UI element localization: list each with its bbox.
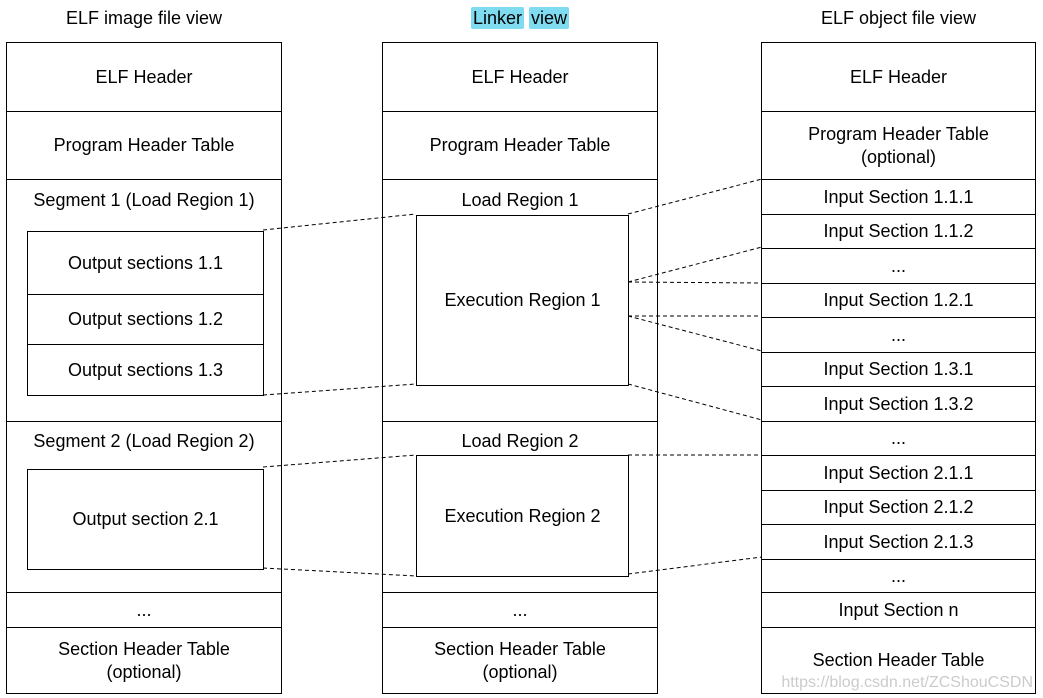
input-section-row: Input Section 1.3.1: [762, 352, 1035, 386]
load-region-1-label: Load Region 1: [461, 190, 579, 210]
execution-region-2: Execution Region 2: [416, 455, 629, 577]
watermark: https://blog.csdn.net/ZCShouCSDN: [781, 674, 1033, 691]
program-header-table: Program Header Table: [7, 111, 281, 179]
elf-header: ELF Header: [471, 66, 569, 87]
segment-1: Segment 1 (Load Region 1) Output section…: [7, 179, 281, 421]
left-ellipsis: ...: [7, 592, 281, 627]
input-section-row: ...: [762, 421, 1035, 455]
section-header-table: Section Header Table (optional): [7, 627, 281, 693]
input-section-row: Input Section 1.2.1: [762, 283, 1035, 317]
linker-view: ELF Header Program Header Table Load Reg…: [382, 42, 658, 694]
output-sections-group-1: Output sections 1.1 Output sections 1.2 …: [27, 231, 264, 396]
input-section-row: ...: [762, 317, 1035, 352]
elf-image-file-view: ELF Header Program Header Table Segment …: [6, 42, 282, 694]
program-header-table: Program Header Table: [383, 111, 657, 179]
input-section-row: ...: [762, 248, 1035, 283]
view-highlight: view: [529, 7, 570, 29]
input-section-row: Input Section 2.1.1: [762, 455, 1035, 490]
left-column-title: ELF image file view: [65, 8, 223, 28]
segment-1-label: Segment 1 (Load Region 1): [33, 190, 255, 210]
input-section-row: Input Section n: [762, 592, 1035, 627]
middle-column-title: Linker view: [382, 7, 658, 29]
segment-2: Segment 2 (Load Region 2) Output section…: [7, 421, 281, 592]
right-column-title: ELF object file view: [820, 8, 977, 28]
section-header-table: Section Header Table: [762, 627, 1035, 693]
load-region-1: Load Region 1 Execution Region 1: [383, 179, 657, 421]
execution-region-2-label: Execution Region 2: [444, 505, 601, 526]
output-section-1-1: Output sections 1.1: [67, 252, 224, 273]
input-section-row: Input Section 1.1.1: [762, 179, 1035, 214]
input-section-row: Input Section 1.1.2: [762, 214, 1035, 248]
output-section-2-1: Output section 2.1: [72, 509, 219, 529]
program-header-table: Program Header Table (optional): [762, 111, 1035, 179]
input-section-row: ...: [762, 559, 1035, 592]
load-region-2-label: Load Region 2: [461, 431, 579, 451]
output-section-1-2: Output sections 1.2: [28, 294, 263, 344]
load-region-2: Load Region 2 Execution Region 2: [383, 421, 657, 592]
output-sections-group-2: Output section 2.1: [27, 469, 264, 570]
elf-object-file-view: ELF Header Program Header Table (optiona…: [761, 42, 1036, 694]
input-section-row: Input Section 1.3.2: [762, 386, 1035, 421]
segment-2-label: Segment 2 (Load Region 2): [33, 431, 255, 451]
output-section-1-3: Output sections 1.3: [28, 344, 263, 395]
execution-region-1: Execution Region 1: [416, 215, 629, 386]
section-header-table: Section Header Table (optional): [383, 627, 657, 693]
linker-highlight: Linker: [470, 7, 524, 29]
input-section-row: Input Section 2.1.2: [762, 490, 1035, 524]
elf-header: ELF Header: [95, 66, 193, 87]
input-section-row: Input Section 2.1.3: [762, 524, 1035, 559]
middle-ellipsis: ...: [383, 592, 657, 627]
elf-header: ELF Header: [849, 66, 948, 87]
execution-region-1-label: Execution Region 1: [444, 290, 601, 310]
